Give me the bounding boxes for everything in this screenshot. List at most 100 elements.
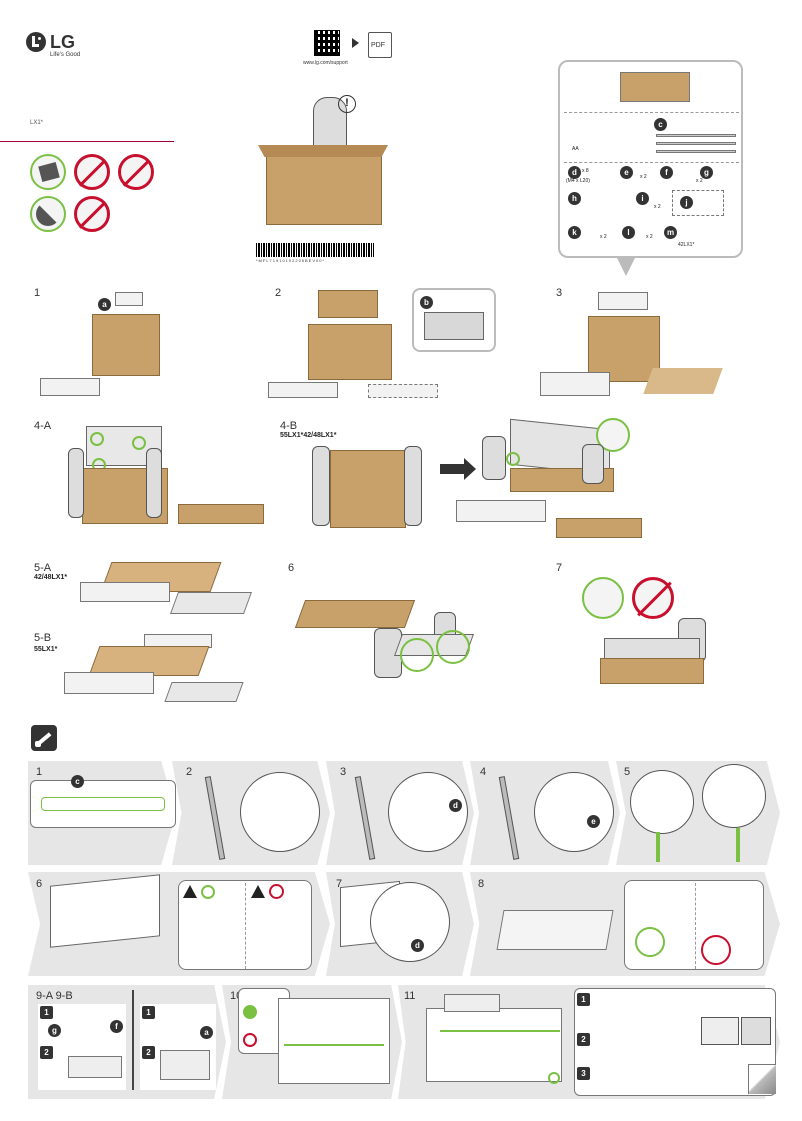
unpack-step-1: 1 <box>34 287 41 299</box>
no-lift-icon <box>74 154 110 190</box>
unpack-step-7: 7 <box>556 562 563 574</box>
unpack-step-5a-illustration <box>80 560 256 622</box>
step-9-divider <box>132 990 134 1090</box>
stand-part-image <box>620 72 690 102</box>
assembly-step-8-illustration <box>490 878 770 974</box>
next-arrow-icon <box>440 464 468 474</box>
step-11-num-1: 1 <box>577 993 590 1006</box>
assembly-step-10-illustration <box>238 988 390 1096</box>
no-flat-icon <box>118 154 154 190</box>
assembly-step-5: 5 <box>624 766 631 778</box>
pdf-icon: PDF <box>368 32 392 58</box>
assembly-step-5-illustration <box>630 762 770 862</box>
play-arrow-icon <box>352 38 359 48</box>
part-k-count: x 2 <box>600 234 607 240</box>
warning-icon <box>183 885 197 898</box>
pdf-label: PDF <box>371 42 385 49</box>
step-9a-badge-g: g <box>48 1024 61 1037</box>
page-curl-icon <box>748 1064 776 1094</box>
part-f-badge: f <box>660 166 673 179</box>
assembly-step-6-illustration <box>50 874 320 972</box>
part-k-badge: k <box>568 226 581 239</box>
qr-code <box>314 30 340 56</box>
unpack-step-5b-models: 55LX1* <box>34 646 58 653</box>
part-e-count: x 2 <box>640 174 647 180</box>
unpack-step-4b-lift-illustration <box>456 418 646 550</box>
part-d-count: x 8 <box>582 168 589 174</box>
assembly-step-4-badge-e: e <box>587 815 600 828</box>
unpack-step-5a-models: 42/48LX1* <box>34 574 68 581</box>
unpack-step-5a: 5-A <box>34 562 52 574</box>
warning-icon-2 <box>251 885 265 898</box>
step-9b-num-1: 1 <box>142 1006 155 1019</box>
assembly-step-11-tv-illustration <box>420 990 570 1090</box>
part-m-model: 42LX1* <box>678 242 695 248</box>
part-m-badge: m <box>664 226 677 239</box>
assembly-step-2: 2 <box>186 766 193 778</box>
assembly-step-11-detail-panel: 1 2 3 <box>574 988 776 1096</box>
assembly-step-9: 9-A 9-B <box>36 990 73 1002</box>
assembly-tool-icon <box>31 725 57 751</box>
assembly-step-3: 3 <box>340 766 347 778</box>
part-i-count: x 2 <box>654 204 661 210</box>
correct-hold-icon <box>30 196 66 232</box>
correct-mount-icon <box>201 885 215 899</box>
unpack-step-4a-illustration <box>60 422 270 534</box>
assembly-step-7: 7 <box>336 878 343 890</box>
part-g-badge: g <box>700 166 713 179</box>
parts-panel-pointer <box>616 256 636 276</box>
assembly-step-1: 1 <box>36 766 43 778</box>
unpack-step-4a: 4-A <box>34 420 52 432</box>
no-screen-touch-icon <box>74 196 110 232</box>
step-9b-badge-a: a <box>200 1026 213 1039</box>
support-url: www.lg.com/support <box>303 60 348 66</box>
unpack-step-7-illustration <box>600 618 712 686</box>
step-11-num-2: 2 <box>577 1033 590 1046</box>
assembly-step-7-badge-d: d <box>411 939 424 952</box>
brand-tagline: Life's Good <box>50 52 81 58</box>
step-9b-num-2: 2 <box>142 1046 155 1059</box>
assembly-step-3-badge-d: d <box>449 799 462 812</box>
lg-logo-mark-icon <box>26 32 46 52</box>
assembly-step-8: 8 <box>478 878 485 890</box>
part-h-badge: h <box>568 192 581 205</box>
assembly-step-1-illustration: c <box>30 775 176 828</box>
unpack-step-6: 6 <box>288 562 295 574</box>
step-9a-badge-f: f <box>110 1020 123 1033</box>
barcode-text: *MFL71910102205BEV00* <box>256 258 326 263</box>
step-9a-num-2: 2 <box>40 1046 53 1059</box>
unpack-step-4b-illustration <box>310 442 430 536</box>
unpack-step-2-illustration: b <box>268 288 498 408</box>
assembly-step-4-illustration: e <box>494 770 614 860</box>
part-f-count: x 2 <box>696 178 703 184</box>
assembly-step-1-badge-c: c <box>71 775 84 788</box>
part-e-badge: e <box>620 166 633 179</box>
unpack-step-4b: 4-B <box>280 420 298 432</box>
unpack-step-6-illustration <box>294 576 480 700</box>
part-d-badge: d <box>568 166 581 179</box>
unpack-step-3-illustration <box>540 292 730 404</box>
step-11-num-3: 3 <box>577 1067 590 1080</box>
part-l-badge: l <box>622 226 635 239</box>
hero-illustration: ! <box>258 95 388 230</box>
parts-list-panel: c AA d x 8 (M4 x L20) e x 2 f x 2 g h i … <box>558 60 743 258</box>
unpack-step-5b: 5-B <box>34 632 52 644</box>
next-arrow-head-icon <box>464 458 476 480</box>
unpack-step-1-illustration: a <box>40 292 180 402</box>
part-i-badge: i <box>636 192 649 205</box>
part-l-count: x 2 <box>646 234 653 240</box>
step-1-badge-a: a <box>98 298 111 311</box>
header-divider <box>0 141 174 142</box>
assembly-step-4: 4 <box>480 766 487 778</box>
unpack-step-5b-illustration <box>64 632 254 704</box>
assembly-step-7-illustration: d <box>340 876 468 972</box>
assembly-step-2-illustration <box>196 770 320 860</box>
part-c-badge: c <box>654 118 667 131</box>
battery-label: AA <box>572 146 579 152</box>
part-d-spec: (M4 x L20) <box>566 178 590 184</box>
barcode <box>256 243 374 257</box>
unpack-step-2: 2 <box>275 287 282 299</box>
unpack-step-4b-models: 55LX1*42/48LX1* <box>280 432 337 439</box>
part-j-badge: j <box>680 196 693 209</box>
step-2-badge-b: b <box>420 296 433 309</box>
